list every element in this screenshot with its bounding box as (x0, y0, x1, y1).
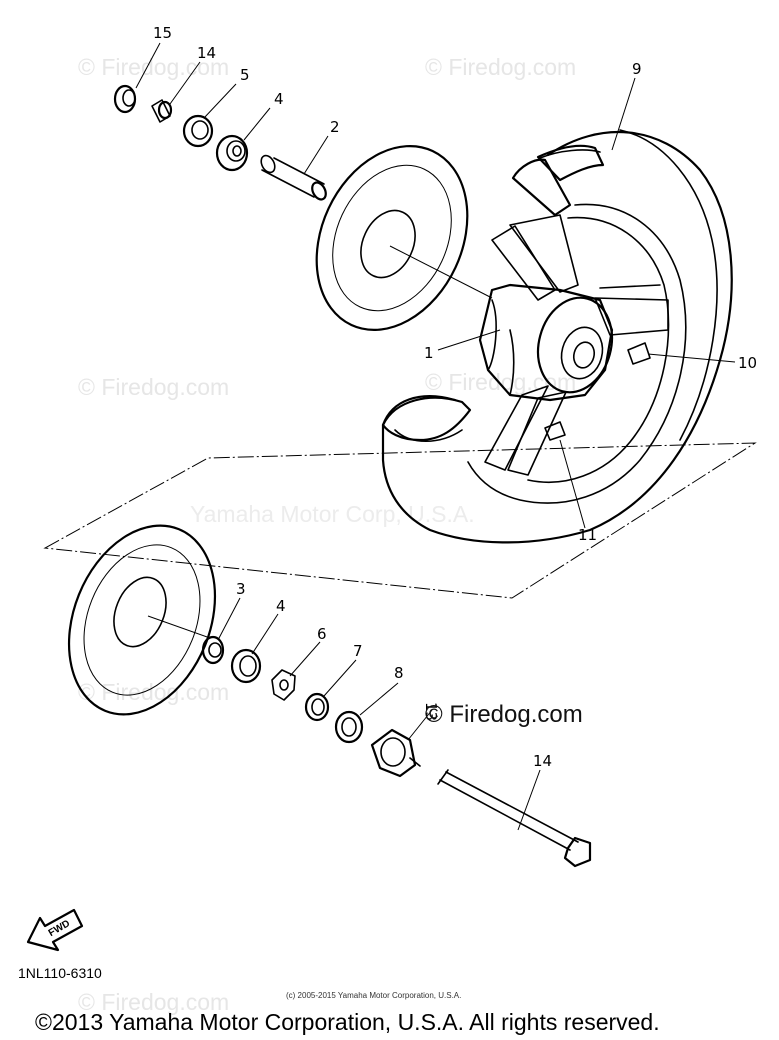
watermark-yamaha: Yamaha Motor Corp, U.S.A. (190, 501, 475, 527)
part-3-seal (201, 635, 225, 665)
part-15-seal (113, 84, 137, 114)
watermark-firedog: © Firedog.com (78, 374, 229, 400)
label-14: 14 (197, 44, 216, 62)
watermark-firedog: © Firedog.com (78, 989, 229, 1015)
label-15: 15 (153, 24, 172, 42)
wheel-assembly (381, 129, 733, 544)
label-8: 8 (394, 664, 404, 682)
small-copyright: (c) 2005-2015 Yamaha Motor Corporation, … (286, 991, 461, 1000)
part-5-bearing (182, 114, 214, 148)
diagram-code: 1NL110-6310 (18, 965, 102, 981)
label-4-lower: 4 (276, 597, 286, 615)
watermark-firedog: © Firedog.com (78, 679, 229, 705)
part-6-retainer (271, 669, 296, 701)
label-9: 9 (632, 60, 642, 78)
upper-brake-disc (315, 145, 493, 331)
label-5: 5 (240, 66, 250, 84)
assembly-outline (43, 442, 757, 599)
part-7-ring (304, 692, 330, 722)
watermark-firedog: © Firedog.com (78, 54, 229, 80)
part-4-bearing-lower (230, 648, 262, 684)
label-12: 13 (422, 702, 440, 721)
watermark-firedog: © Firedog.com (425, 54, 576, 80)
watermarks: © Firedog.com © Firedog.com © Firedog.co… (78, 54, 576, 1015)
label-6: 6 (317, 625, 327, 643)
part-8-seal (334, 710, 364, 744)
label-13: 14 (533, 752, 552, 770)
part-14-collar (151, 99, 173, 123)
label-3: 3 (236, 580, 246, 598)
label-7: 7 (353, 642, 363, 660)
label-4-upper: 4 (274, 90, 284, 108)
part-12-speedometer-gear (370, 728, 421, 778)
lower-brake-disc (67, 524, 217, 716)
label-10: 10 (738, 354, 757, 372)
copyright-notice: ©2013 Yamaha Motor Corporation, U.S.A. A… (35, 1009, 660, 1035)
fwd-label: FWD (47, 918, 72, 939)
label-1: 1 (424, 344, 434, 362)
part-labels: 15 14 5 4 2 9 1 10 11 3 4 6 7 8 13 14 (153, 24, 757, 770)
label-2: 2 (330, 118, 340, 136)
label-11: 11 (578, 526, 597, 544)
part-4-bearing-upper (215, 134, 249, 172)
watermark-firedog: © Firedog.com (425, 369, 576, 395)
part-13-axle (437, 769, 592, 868)
part-2-spacer (260, 154, 327, 201)
watermark-firedog-dark: © Firedog.com (425, 701, 583, 728)
fwd-arrow-icon: FWD (26, 908, 84, 952)
leader-lines (135, 42, 736, 831)
